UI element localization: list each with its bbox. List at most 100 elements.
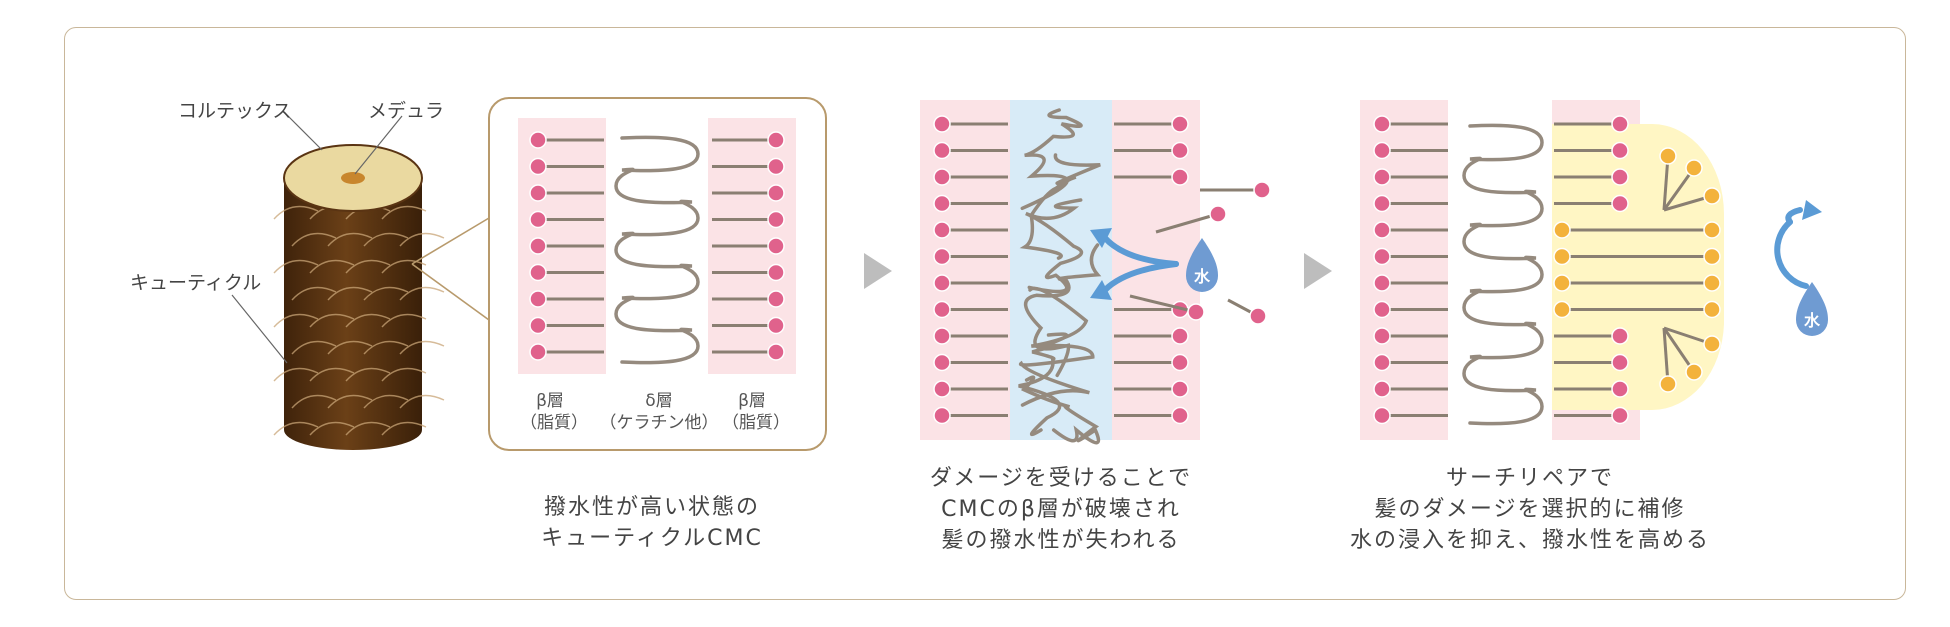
lipid-left (529, 131, 604, 149)
water-drop-icon: 水 (1186, 238, 1218, 292)
repair-lipid-left (1553, 274, 1712, 292)
lipid-right (1554, 380, 1629, 398)
lipid-left (933, 194, 1008, 213)
diagram-frame (64, 27, 1906, 600)
cuticle-scale (273, 313, 319, 328)
detached-head (1209, 205, 1227, 223)
cuticle-scale (273, 205, 319, 220)
lipid-left (1373, 274, 1448, 292)
cuticle-scale (363, 232, 409, 247)
tangled-keratin (1018, 332, 1069, 437)
cuticle-scale (291, 232, 337, 247)
repair-head-right (1703, 221, 1721, 239)
cuticle-scale (363, 286, 409, 301)
lipid-left (1373, 380, 1448, 398)
beta-left-band (1360, 100, 1448, 440)
keratin-fiber (1462, 123, 1544, 426)
cuticle-scale (345, 313, 391, 328)
repair-fan-head (1685, 363, 1703, 381)
lipid-left (1373, 168, 1448, 186)
repel-arrow (1774, 200, 1822, 289)
cuticle-scale (345, 367, 391, 382)
lipid-right (1554, 327, 1629, 345)
cuticle-scale (399, 232, 445, 247)
label-leaders (231, 115, 403, 364)
cuticle-scale (309, 259, 355, 274)
cuticle-scale (381, 367, 427, 382)
arrowhead-up (1090, 228, 1112, 248)
detached-head (1249, 307, 1267, 325)
layer-label-beta-left: β層（脂質） (520, 391, 588, 433)
layer-label-delta: δ層（ケラチン他） (599, 391, 719, 433)
cuticle-scale (273, 421, 319, 436)
label-cuticle: キューティクル (130, 272, 262, 294)
lipid-left (529, 237, 604, 255)
water-entry-arrows (1102, 235, 1179, 293)
keratin-fiber (614, 135, 700, 365)
hair-medulla (341, 172, 365, 184)
repair-lipid-left (1553, 247, 1712, 266)
cuticle-scale (291, 340, 337, 355)
repair-fan-head (1659, 147, 1677, 165)
cuticle-scale (327, 286, 373, 301)
arrowhead-down (1090, 280, 1112, 300)
water-drop-icon: 水 (1796, 282, 1828, 336)
lipid-left (933, 274, 1008, 292)
cuticle-scale (309, 421, 355, 436)
repair-fan-stem (1662, 327, 1670, 385)
cuticle-scale (363, 340, 409, 355)
repair-head-right (1703, 274, 1721, 292)
lipid-right (712, 131, 785, 149)
lipid-left (933, 115, 1008, 133)
lipid-right (712, 157, 785, 176)
repair-fan-head (1659, 375, 1677, 393)
lipid-right (1554, 115, 1629, 133)
tangled-keratin (1019, 153, 1101, 260)
cuticle-scale (381, 205, 427, 220)
cuticle-scale (399, 286, 445, 301)
lipid-right (1114, 380, 1189, 398)
layer-label-beta-right: β層（脂質） (722, 391, 790, 433)
cuticle-scale (381, 313, 427, 328)
lipid-left (1373, 327, 1448, 345)
lipid-right (1554, 406, 1629, 425)
cuticle-scale (273, 259, 319, 274)
lipid-right (712, 263, 785, 282)
lipid-left (529, 210, 604, 229)
lipid-left (933, 141, 1008, 160)
next-arrow-2 (1304, 253, 1332, 289)
repair-lipid-left (1553, 221, 1712, 239)
lipid-right (712, 316, 785, 335)
cuticle-scale (309, 313, 355, 328)
cuticle-scale (327, 340, 373, 355)
lipid-left (933, 406, 1008, 425)
cuticle-scale (291, 394, 337, 409)
lipid-right (712, 210, 785, 229)
repair-fan-stem (1662, 327, 1696, 373)
lipid-left (933, 327, 1008, 345)
cuticle-scale (309, 367, 355, 382)
lipid-right (1554, 168, 1629, 186)
lipid-right (712, 290, 785, 308)
lipid-left (933, 380, 1008, 398)
lipid-left (933, 247, 1008, 266)
water-label: 水 (1194, 267, 1211, 286)
lipid-right (712, 237, 785, 255)
lipid-left (1373, 115, 1448, 133)
repair-head-right (1703, 247, 1721, 266)
lipid-right (1554, 141, 1629, 160)
lipid-left (529, 290, 604, 308)
lipid-left (933, 221, 1008, 239)
cuticle-scale (363, 394, 409, 409)
lipid-left (1373, 406, 1448, 425)
repair-fan-stem (1662, 155, 1670, 211)
caption-panel3: サーチリペアで髪のダメージを選択的に補修水の浸入を抑え、撥水性を高める (1349, 466, 1711, 553)
detached-stem (1129, 294, 1197, 314)
lipid-left (1373, 247, 1448, 266)
lipid-left (1373, 221, 1448, 239)
next-arrow-1 (864, 253, 892, 289)
detached-head (1187, 303, 1205, 321)
lipid-left (529, 343, 604, 361)
lipid-right (712, 343, 785, 361)
